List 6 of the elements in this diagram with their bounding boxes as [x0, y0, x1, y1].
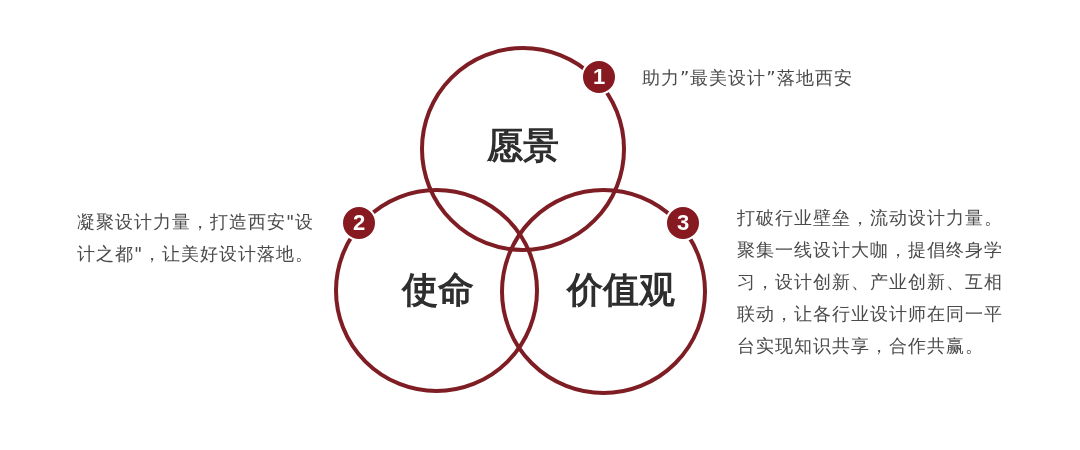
description-text: 打破行业壁垒，流动设计力量。聚集一线设计大咖，提倡终身学习，设计创新、产业创新、互相联动，让各行业设计师在同一平台实现知识共享，合作共赢。	[737, 206, 1004, 358]
circle-title: 价值观	[567, 270, 675, 310]
description-text: 凝聚设计力量，打造西安"设计之都"，让美好设计落地。	[77, 210, 316, 266]
description-text: 助力”最美设计”落地西安	[642, 66, 853, 90]
circle-title: 使命	[402, 270, 474, 310]
circle-title: 愿景	[487, 126, 559, 166]
